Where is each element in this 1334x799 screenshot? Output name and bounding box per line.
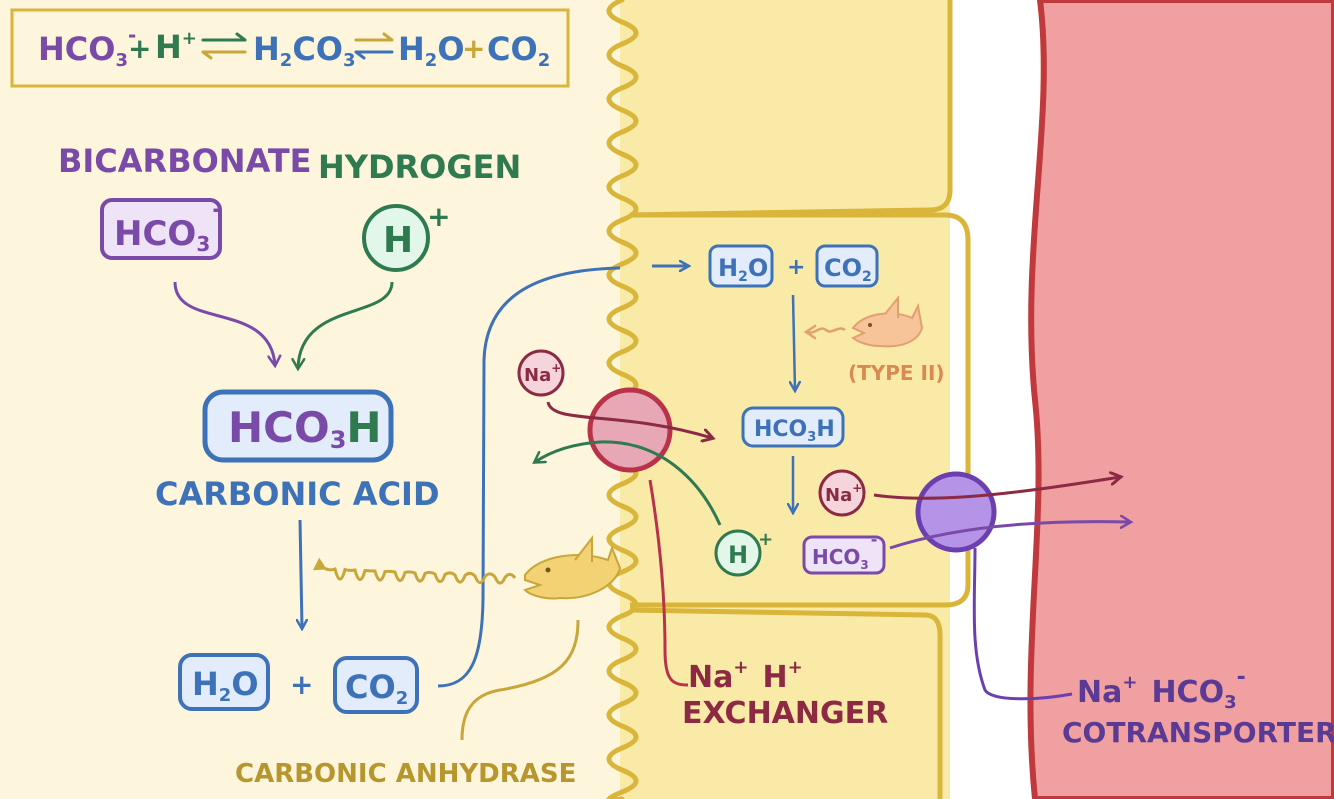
svg-text:H+: H+ [383, 200, 451, 261]
upper-cell-border [629, 0, 953, 218]
exchanger-label-line2: EXCHANGER [682, 696, 888, 731]
cell-hco3-box: HCO3- [802, 530, 886, 575]
exchanger-pointer [648, 479, 689, 687]
cotransporter-label-line1: Na+HCO3- [1077, 665, 1246, 713]
carbonic-anhydrase-pointer [460, 619, 580, 741]
type-ii-label: (TYPE II) [848, 361, 945, 385]
equation-plus-1: + [128, 32, 151, 65]
h-to-acid-arrow [298, 281, 394, 368]
carbonic-anhydrase-action-arrow [312, 557, 517, 585]
co2-diffusion-line [437, 266, 621, 688]
svg-text:Na+: Na+ [524, 361, 561, 386]
svg-text:HCO3-: HCO3- [114, 195, 222, 256]
lumen-hco3-box: HCO3- [100, 195, 222, 260]
carbonic-anhydrase-label: CARBONIC ANHYDRASE [235, 759, 576, 789]
type-ii-arrowhead [803, 324, 817, 340]
equilibrium-arrow-2 [354, 32, 394, 60]
hco3-to-acid-arrow [173, 281, 275, 365]
na-h-exchanger-protein [587, 387, 673, 473]
interstitial-gap [950, 0, 1040, 799]
lumen-plus: + [290, 668, 313, 701]
carbonic-acid-label: CARBONIC ACID [155, 475, 440, 513]
equilibrium-arrow-1 [201, 32, 247, 60]
svg-text:H2O: H2O [718, 254, 768, 285]
cell-plus: + [787, 255, 805, 280]
na-ion-cell: Na+ [818, 469, 866, 517]
equation-h2o: H2O [398, 30, 465, 71]
hydrogen-label: HYDROGEN [318, 148, 521, 186]
cell-h2o-box: H2O [708, 244, 774, 288]
bicarbonate-label: BICARBONATE [58, 142, 312, 180]
cotransporter-pointer [972, 547, 1073, 701]
equation-h2co3: H2CO3 [253, 30, 356, 71]
na-ion-lumen: Na+ [517, 349, 565, 397]
cotransporter-label-line2: COTRANSPORTER [1062, 716, 1334, 749]
type-ii-shark-icon [851, 295, 924, 348]
hco3-to-blood-arrow [889, 522, 1130, 550]
svg-text:Na+: Na+ [825, 481, 862, 506]
equation-box [10, 8, 570, 88]
na-hco3-cotransporter-protein [915, 471, 997, 553]
carbonic-acid-box: HCO3H [202, 389, 394, 463]
equation-h: H+ [155, 28, 197, 66]
lower-cell-border [629, 607, 943, 799]
equation-plus-2: + [462, 32, 485, 65]
exchanger-label-line1: Na+H+ [688, 657, 803, 695]
cell-hco3h-box: HCO3H [741, 406, 845, 448]
carbonic-anhydrase-shark-icon [523, 535, 622, 600]
na-to-blood-arrow [873, 477, 1120, 500]
svg-text:H+: H+ [728, 529, 773, 569]
equation-hco3: HCO3- [38, 23, 136, 71]
svg-text:HCO3H: HCO3H [228, 403, 382, 454]
svg-text:HCO3H: HCO3H [754, 417, 835, 445]
svg-text:CO2: CO2 [824, 254, 872, 285]
lumen-h-circle: H+ [362, 200, 451, 272]
h-secretion-arrow [535, 440, 722, 526]
svg-text:CO2: CO2 [345, 668, 408, 709]
cell-co2-to-acid-arrow [793, 294, 795, 390]
lumen-co2-box: CO2 [333, 656, 419, 714]
cell-co2-box: CO2 [815, 244, 879, 288]
na-into-cell-arrow [546, 401, 712, 438]
lumen-h2o-box: H2O [178, 653, 270, 711]
svg-text:HCO3-: HCO3- [812, 530, 877, 572]
epithelial-cells [620, 0, 950, 799]
equation: HCO3- + H+ H2CO3 H2O + CO2 [38, 23, 550, 71]
blood-vessel [1027, 0, 1334, 799]
acid-to-products-arrow [300, 519, 302, 628]
equation-co2: CO2 [487, 30, 550, 71]
cell-h-circle: H+ [714, 529, 773, 577]
middle-cell-border [630, 212, 971, 608]
type-ii-action-arrow [807, 327, 846, 334]
svg-text:H2O: H2O [192, 665, 259, 706]
